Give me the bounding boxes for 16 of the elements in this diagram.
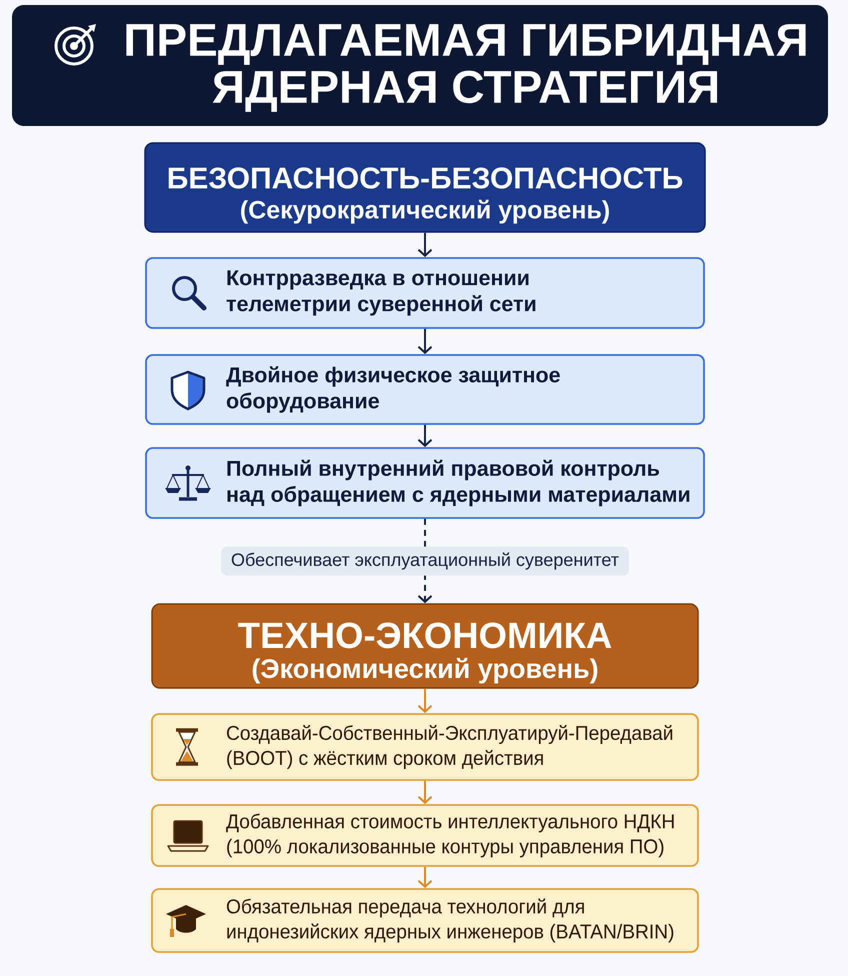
arrow bbox=[418, 232, 432, 258]
arrow bbox=[418, 424, 432, 448]
arrow bbox=[418, 780, 432, 804]
arrow bbox=[418, 688, 432, 714]
arrow bbox=[418, 328, 432, 354]
step-box: Создавай-Собственный-Эксплуатируй-Передавай (BOOT) с жёстким сроком действия bbox=[151, 713, 699, 781]
edge-label: Обеспечивает эксплуатационный суверенитет bbox=[220, 546, 630, 576]
arrow bbox=[418, 866, 432, 888]
step-box: Полный внутренний правовой контроль над обращением с ядерными материалами bbox=[145, 447, 705, 519]
header-box: ТЕХНО-ЭКОНОМИКА (Экономический уровень) bbox=[151, 603, 699, 689]
title-banner: ПРЕДЛАГАЕМАЯ ГИБРИДНАЯ ЯДЕРНАЯ СТРАТЕГИЯ bbox=[12, 5, 828, 126]
step-box: Контрразведка в отношении телеметрии суверенной сети bbox=[145, 257, 705, 329]
step-box: Обязательная передача технологий для индонезийских ядерных инженеров (BATAN/BRIN) bbox=[151, 888, 699, 953]
header-box: БЕЗОПАСНОСТЬ-БЕЗОПАСНОСТЬ (Секурократический уровень) bbox=[144, 142, 706, 233]
step-box: Добавленная стоимость интеллектуального НДКН (100% локализованные контуры управления ПО) bbox=[151, 804, 699, 867]
step-box: Двойное физическое защитное оборудование bbox=[145, 354, 705, 425]
